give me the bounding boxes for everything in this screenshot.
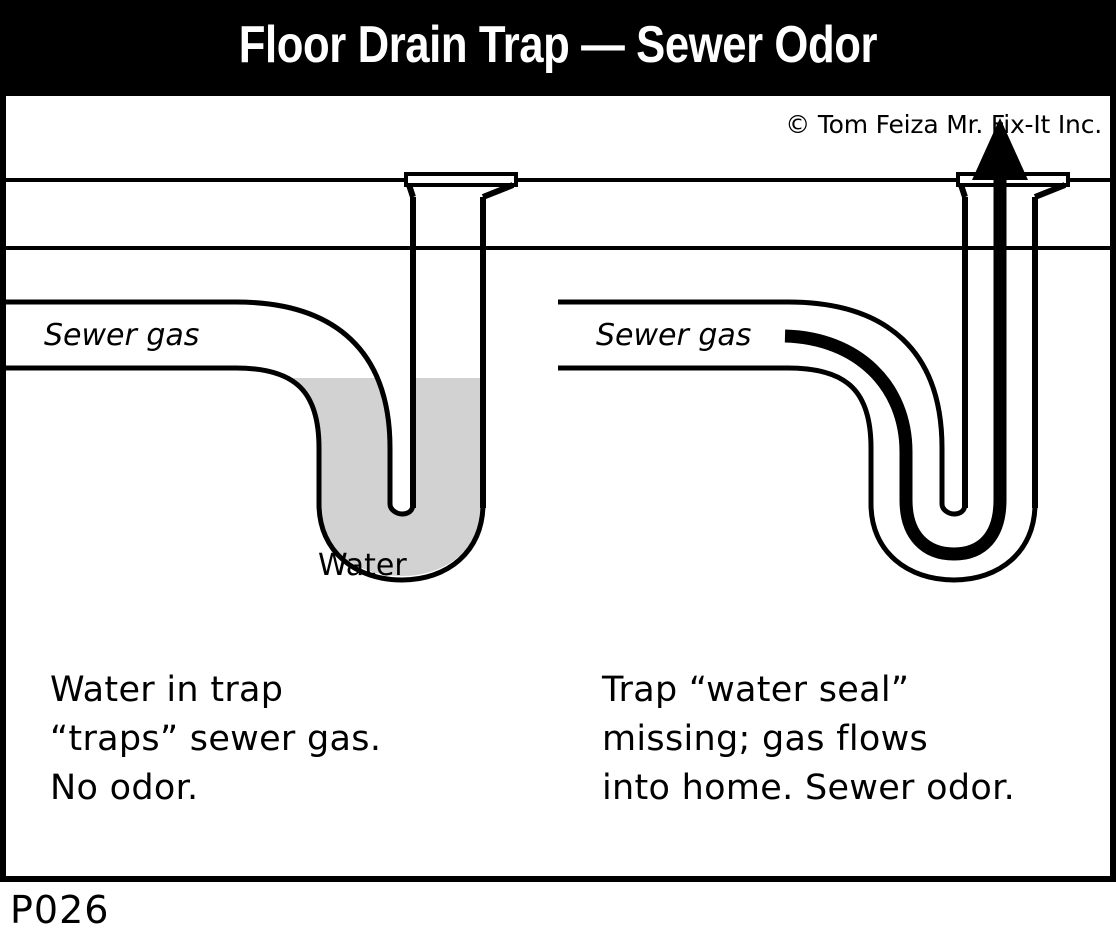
pipe-wall-inner — [6, 299, 393, 504]
figure-code: P026 — [10, 888, 110, 932]
caption-left: Water in trap “traps” sewer gas. No odor… — [50, 666, 550, 813]
label-sewer-gas-left: Sewer gas — [44, 318, 200, 353]
label-sewer-gas-right: Sewer gas — [596, 318, 752, 353]
pipe-wall-outer — [558, 365, 874, 504]
pipe-wall-inner — [558, 299, 945, 504]
caption-left-line-2: “traps” sewer gas. — [50, 719, 382, 759]
drain-flange — [404, 172, 518, 187]
caption-left-line-3: No odor. — [50, 768, 199, 808]
gas-flow-arrow-head — [972, 118, 1028, 180]
copyright-notice: © Tom Feiza Mr. Fix-It Inc. — [785, 110, 1102, 139]
label-water-left: Water — [318, 548, 407, 583]
pipe-wall-outer — [6, 365, 322, 504]
drain-shoulder-right — [481, 182, 515, 200]
title-bar: Floor Drain Trap — Sewer Odor — [0, 0, 1116, 90]
gas-flow-arrow-shaft — [784, 178, 1007, 561]
caption-right-line-3: into home. Sewer odor. — [602, 768, 1016, 808]
panel-frame: Sewer gas Water Water in trap “traps” se… — [0, 90, 1116, 882]
u-bend-inner — [939, 503, 968, 517]
drain-shoulder-right — [1033, 182, 1067, 200]
right-trap-diagram — [558, 118, 1110, 583]
drain-shoulder-left — [406, 184, 416, 198]
page-title: Floor Drain Trap — Sewer Odor — [238, 16, 878, 74]
left-trap-diagram — [6, 172, 558, 583]
u-bend-inner — [387, 503, 416, 517]
caption-right: Trap “water seal” missing; gas flows int… — [602, 666, 1102, 813]
drain-shoulder-left — [958, 184, 968, 198]
u-bend-outer — [868, 503, 1038, 583]
water-fill-left — [6, 378, 483, 576]
caption-right-line-1: Trap “water seal” — [602, 670, 910, 710]
panel-right-trap-missing-water: Sewer gas Trap “water seal” missing; gas… — [558, 96, 1110, 876]
panel-left-trap-with-water: Sewer gas Water Water in trap “traps” se… — [6, 96, 558, 876]
caption-left-line-1: Water in trap — [50, 670, 284, 710]
u-bend-outer — [316, 503, 486, 583]
caption-right-line-2: missing; gas flows — [602, 719, 929, 759]
